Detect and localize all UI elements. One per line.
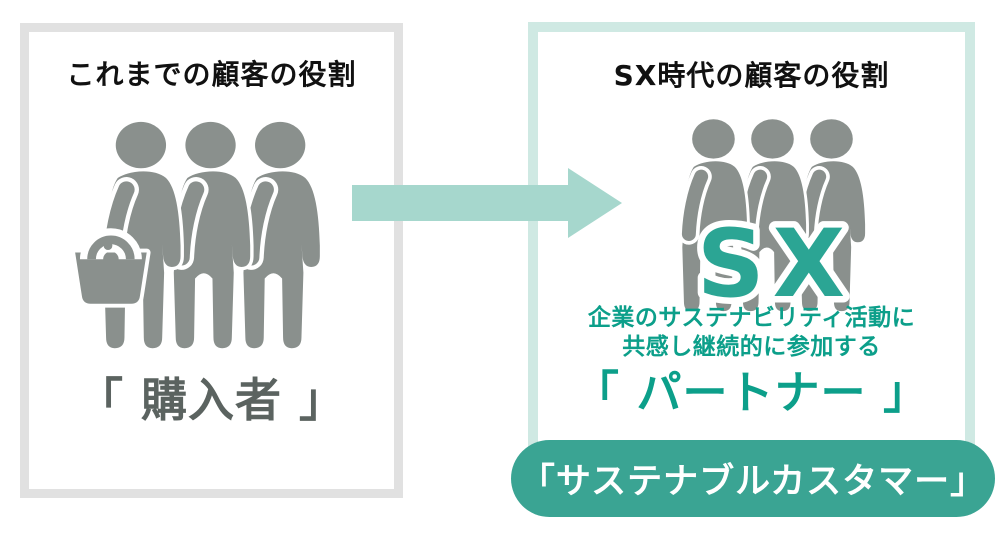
partner-role-label: 「 パートナー 」 [573,366,930,419]
sx-description-line2: 共感し継続的に参加する [622,334,881,360]
right-panel: SX時代の顧客の役割 SX 企業のサステナビリティ活動に 共感し継続的に参加する… [528,22,975,470]
sustainable-customer-banner-label: 「サステナブルカスタマー」 [519,462,987,502]
sustainable-customer-banner: 「サステナブルカスタマー」 [511,440,995,517]
sx-description: 企業のサステナビリティ活動に 共感し継続的に参加する 「 パートナー 」 [538,304,965,419]
sx-description-line1: 企業のサステナビリティ活動に [587,305,916,331]
sx-outlined-text: SX [690,204,851,326]
buyer-role-label: 「 購入者 」 [76,373,347,427]
sx-label: SX [697,210,853,319]
people-group-with-shopping-basket-icon [71,118,325,354]
right-arrow-icon [352,168,622,238]
right-panel-title: SX時代の顧客の役割 [613,59,890,92]
shopping-basket-icon [71,228,151,308]
left-panel: これまでの顧客の役割 [20,23,403,498]
left-panel-title: これまでの顧客の役割 [66,58,357,91]
